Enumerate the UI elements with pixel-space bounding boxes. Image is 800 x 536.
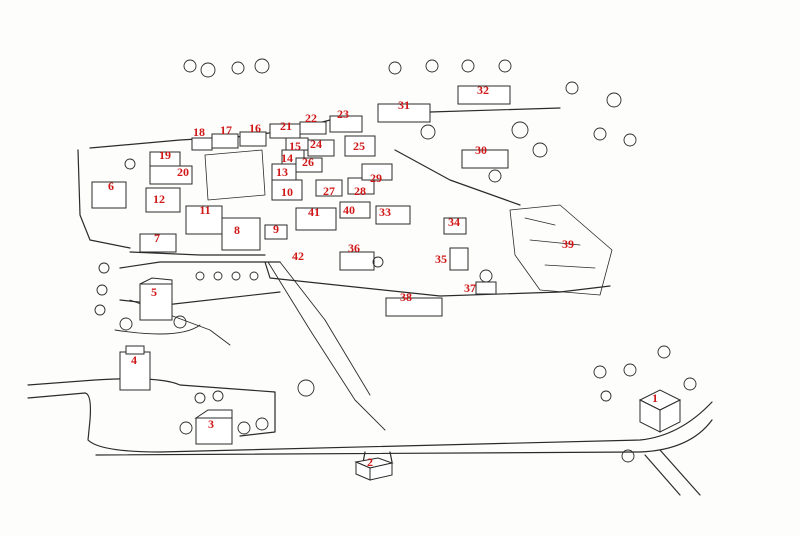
building-label-25[interactable]: 25 [353, 139, 365, 153]
building-label-2[interactable]: 2 [367, 455, 373, 469]
building-label-29[interactable]: 29 [370, 171, 382, 185]
building-label-28[interactable]: 28 [354, 184, 366, 198]
building-1 [638, 389, 682, 433]
building-41 [295, 207, 337, 231]
building-label-33[interactable]: 33 [379, 205, 391, 219]
building-24 [307, 139, 335, 157]
building-35 [449, 247, 469, 271]
building-8 [221, 217, 261, 251]
building-7 [139, 233, 177, 253]
building-label-32[interactable]: 32 [477, 83, 489, 97]
building-32 [457, 85, 511, 105]
building-label-27[interactable]: 27 [323, 184, 335, 198]
building-36 [339, 251, 375, 271]
building-label-22[interactable]: 22 [305, 111, 317, 125]
building-label-6[interactable]: 6 [108, 179, 114, 193]
building-18 [191, 137, 213, 151]
building-label-16[interactable]: 16 [249, 121, 261, 135]
building-28 [347, 177, 375, 195]
building-label-37[interactable]: 37 [464, 281, 476, 295]
building-label-4[interactable]: 4 [131, 353, 137, 367]
wall-south-east [264, 261, 611, 297]
footpath [267, 261, 386, 431]
building-label-38[interactable]: 38 [400, 290, 412, 304]
ruins-39 [509, 204, 613, 296]
building-29 [361, 163, 393, 181]
building-label-21[interactable]: 21 [280, 119, 292, 133]
building-label-8[interactable]: 8 [234, 223, 240, 237]
building-label-17[interactable]: 17 [220, 123, 232, 137]
building-27 [315, 179, 343, 197]
courtyard [204, 149, 266, 201]
building-38 [385, 297, 443, 317]
building-label-7[interactable]: 7 [154, 231, 160, 245]
building-label-36[interactable]: 36 [348, 241, 360, 255]
building-label-19[interactable]: 19 [159, 148, 171, 162]
building-40 [339, 201, 371, 219]
building-11 [185, 205, 223, 235]
building-20 [149, 165, 193, 185]
building-label-23[interactable]: 23 [337, 107, 349, 121]
village-wall-south [129, 251, 266, 256]
building-label-5[interactable]: 5 [151, 285, 157, 299]
building-label-42[interactable]: 42 [292, 249, 304, 263]
building-3 [194, 409, 233, 445]
building-26 [295, 157, 323, 173]
building-31 [377, 103, 431, 123]
building-9 [264, 224, 288, 240]
road-branch-east [644, 449, 701, 496]
building-37 [475, 281, 497, 295]
building-label-3[interactable]: 3 [208, 417, 214, 431]
building-label-10[interactable]: 10 [281, 185, 293, 199]
building-4 [119, 345, 151, 391]
building-33 [375, 205, 411, 225]
building-23 [329, 115, 363, 133]
village-wall-west [77, 149, 131, 249]
building-16 [239, 131, 267, 147]
building-label-34[interactable]: 34 [448, 215, 460, 229]
building-label-24[interactable]: 24 [310, 137, 322, 151]
building-34 [443, 217, 467, 235]
building-label-20[interactable]: 20 [177, 165, 189, 179]
building-label-41[interactable]: 41 [308, 205, 320, 219]
building-6 [91, 181, 127, 209]
building-label-39[interactable]: 39 [562, 237, 574, 251]
building-label-31[interactable]: 31 [398, 98, 410, 112]
building-25 [344, 135, 376, 157]
building-label-30[interactable]: 30 [475, 143, 487, 157]
building-label-11[interactable]: 11 [199, 203, 211, 217]
building-label-13[interactable]: 13 [276, 165, 288, 179]
building-5 [139, 277, 173, 321]
building-label-14[interactable]: 14 [281, 151, 293, 165]
building-label-18[interactable]: 18 [193, 125, 205, 139]
building-22 [299, 121, 327, 135]
building-label-15[interactable]: 15 [289, 139, 301, 153]
building-2 [354, 457, 394, 481]
building-30 [461, 149, 509, 169]
building-12 [145, 187, 181, 213]
building-label-26[interactable]: 26 [302, 155, 314, 169]
tree-clusters [94, 58, 697, 463]
building-label-1[interactable]: 1 [652, 391, 658, 405]
outer-wall-east [394, 107, 561, 206]
building-label-35[interactable]: 35 [435, 252, 447, 266]
main-road [27, 378, 713, 456]
building-label-40[interactable]: 40 [343, 203, 355, 217]
building-label-9[interactable]: 9 [273, 222, 279, 236]
building-label-12[interactable]: 12 [153, 192, 165, 206]
